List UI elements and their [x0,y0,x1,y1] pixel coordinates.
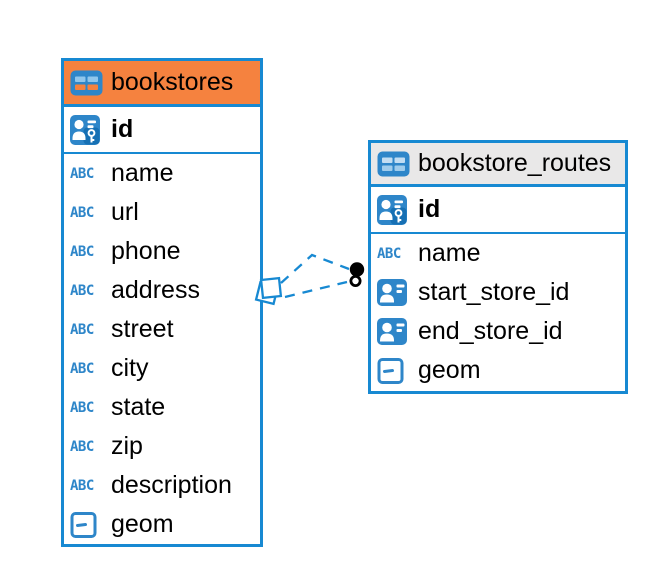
text-icon: ABC [70,477,94,494]
relation-line-end-store[interactable] [284,280,348,299]
column-name: description [111,471,232,499]
column-row-name[interactable]: ABC name [64,154,260,193]
text-icon: ABC [70,438,94,455]
reference-icon [377,318,411,345]
column-name: phone [111,237,181,265]
column-row-start_store_id[interactable]: start_store_id [371,273,625,312]
column-row-url[interactable]: ABC url [64,193,260,232]
text-icon: ABC [70,321,94,338]
column-name: geom [418,356,481,384]
primary-key-icon [70,114,104,145]
column-name: geom [111,510,174,538]
text-icon: ABC [70,165,94,182]
column-name: id [418,195,441,223]
text-icon: ABC [377,245,401,262]
column-row-street[interactable]: ABC street [64,310,260,349]
column-row-phone[interactable]: ABC phone [64,232,260,271]
table-bookstore-routes[interactable]: bookstore_routes id ABC name start_store_… [368,140,628,394]
column-name: start_store_id [418,278,570,306]
table-title: bookstores [111,68,234,96]
primary-key-section: id [64,107,260,154]
column-row-zip[interactable]: ABC zip [64,427,260,466]
relation-dot-marker[interactable] [349,262,365,287]
column-row-id[interactable]: id [371,187,625,232]
column-name: state [111,393,166,421]
column-name: address [111,276,200,304]
column-name: city [111,354,149,382]
relation-line-start-store[interactable] [280,253,350,284]
column-name: url [111,198,139,226]
text-icon: ABC [70,360,94,377]
column-row-address[interactable]: ABC address [64,271,260,310]
column-row-geom[interactable]: geom [371,351,625,390]
columns-section: ABC name start_store_id end_store_id geom [371,234,625,390]
table-title: bookstore_routes [418,149,612,177]
column-row-name[interactable]: ABC name [371,234,625,273]
table-header[interactable]: bookstore_routes [371,143,625,187]
column-name: name [418,239,481,267]
column-row-description[interactable]: ABC description [64,466,260,505]
column-name: street [111,315,174,343]
text-icon: ABC [70,282,94,299]
column-name: id [111,115,134,143]
column-row-city[interactable]: ABC city [64,349,260,388]
table-icon [377,151,410,177]
reference-icon [377,279,411,306]
column-row-id[interactable]: id [64,107,260,152]
column-row-geom[interactable]: geom [64,505,260,544]
text-icon: ABC [70,204,94,221]
primary-key-section: id [371,187,625,234]
column-name: zip [111,432,143,460]
column-name: end_store_id [418,317,563,345]
text-icon: ABC [70,243,94,260]
column-row-state[interactable]: ABC state [64,388,260,427]
table-header[interactable]: bookstores [64,61,260,107]
column-row-end_store_id[interactable]: end_store_id [371,312,625,351]
primary-key-icon [377,194,411,225]
geometry-icon [70,511,104,539]
text-icon: ABC [70,399,94,416]
geometry-icon [377,357,411,385]
table-icon [70,70,103,96]
column-name: name [111,159,174,187]
